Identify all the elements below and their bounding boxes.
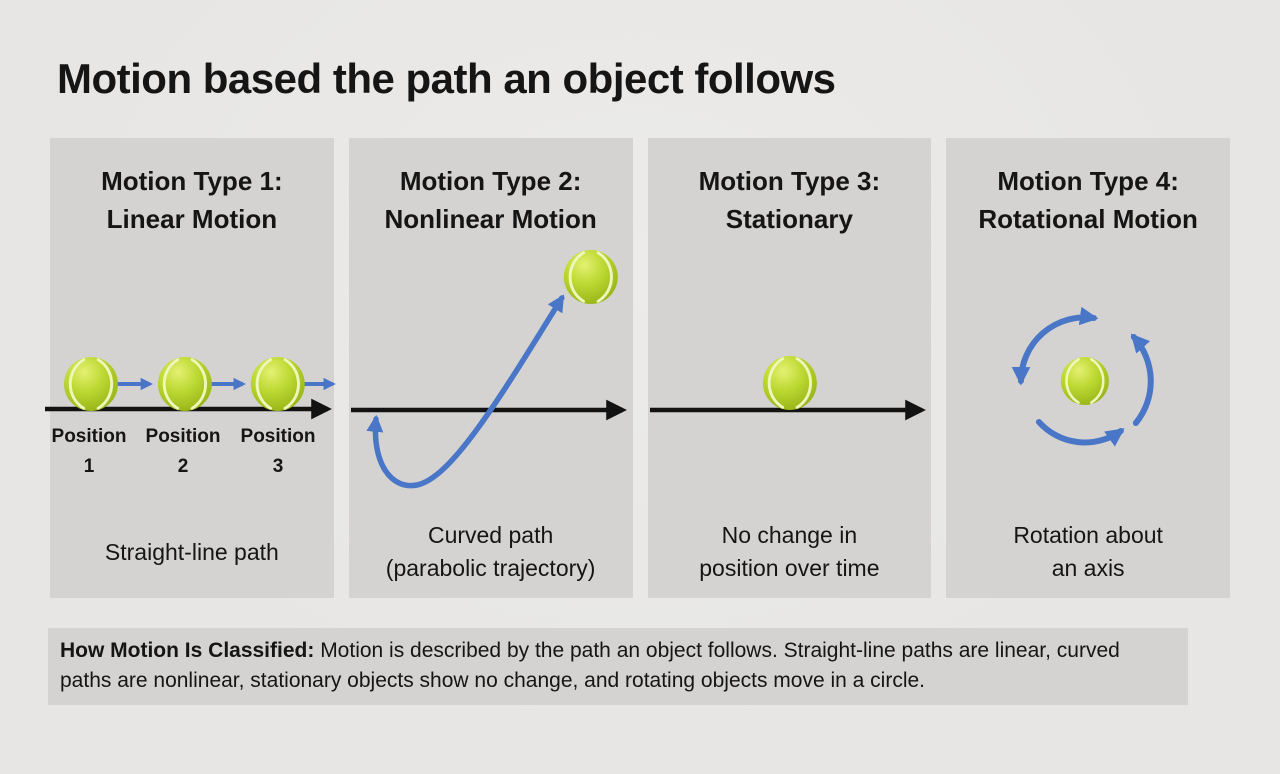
motion-type-panels: Motion Type 1: Linear Motion Position 1 … <box>45 138 1230 598</box>
panel-heading: Motion Type 2: Nonlinear Motion <box>384 166 597 234</box>
nonlinear-motion-svg <box>350 248 627 489</box>
parabolic-arrow-icon <box>366 294 565 489</box>
panel-caption: Rotation about an axis <box>1013 522 1163 581</box>
stationary-svg <box>649 354 926 421</box>
tennis-ball-icon <box>156 355 214 413</box>
panel-rotational-motion: Motion Type 4: Rotational Motion Rotatio… <box>946 138 1230 598</box>
page-title: Motion based the path an object follows <box>57 55 836 102</box>
tennis-ball-icon <box>562 248 619 306</box>
panel-linear-motion: Motion Type 1: Linear Motion Position 1 … <box>45 138 336 598</box>
panel-heading: Motion Type 4: Rotational Motion <box>978 166 1198 234</box>
rotational-motion-diagram <box>946 238 1230 506</box>
panel-heading: Motion Type 1: Linear Motion <box>101 166 283 234</box>
rotation-arrow-icon <box>1036 419 1125 447</box>
nonlinear-motion-diagram <box>349 238 633 506</box>
panel-caption: No change in position over time <box>699 522 880 581</box>
panel-caption: Curved path (parabolic trajectory) <box>385 522 596 581</box>
tennis-ball-icon <box>62 355 120 413</box>
panel-heading: Motion Type 3: Stationary <box>698 166 881 234</box>
position-label: Position 1 <box>51 426 127 477</box>
tennis-ball-icon <box>249 355 307 413</box>
position-label: Position 3 <box>240 426 316 477</box>
rotational-motion-svg <box>1011 306 1155 447</box>
footer-note: How Motion Is Classified: Motion is desc… <box>48 628 1188 705</box>
footer-heading: How Motion Is Classified: <box>60 639 315 662</box>
rotation-arrow-icon <box>1011 306 1099 386</box>
panel-stationary: Motion Type 3: Stationary No change in p… <box>647 138 932 598</box>
linear-motion-diagram: Position 1 Position 2 Position 3 <box>45 238 336 506</box>
linear-motion-svg <box>45 355 336 420</box>
stationary-diagram <box>648 238 932 506</box>
rotation-arrow-icon <box>1130 333 1155 426</box>
classification-summary: How Motion Is Classified: Motion is desc… <box>60 636 1176 696</box>
tennis-ball-icon <box>760 354 818 412</box>
panel-caption: Straight-line path <box>104 538 279 565</box>
position-label: Position 2 <box>145 426 221 477</box>
tennis-ball-icon <box>1059 355 1111 407</box>
footer-body: Motion is described by the path an objec… <box>60 639 1120 692</box>
panel-nonlinear-motion: Motion Type 2: Nonlinear Motion Curved p… <box>348 138 633 598</box>
